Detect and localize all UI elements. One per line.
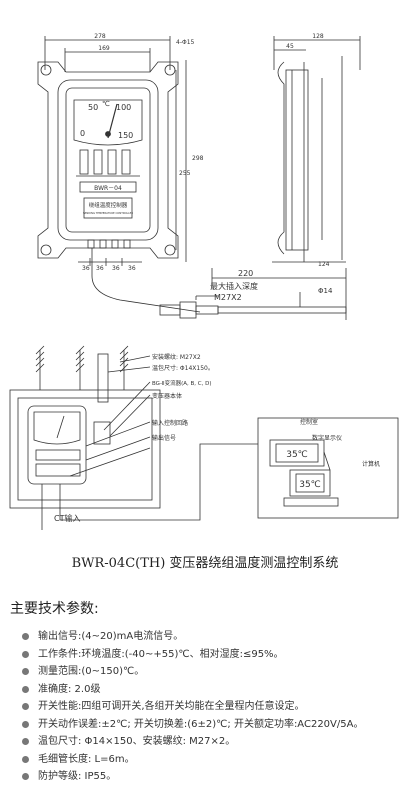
bullet-icon: [22, 633, 29, 640]
spec-item: 工作条件:环境温度:(-40~+55)℃、相对湿度:≤95%。: [22, 646, 407, 664]
technical-drawing: 278 169 4-Φ15 128 45 298 255 124 36 36 3…: [9, 33, 399, 530]
bullet-icon: [22, 738, 29, 745]
dim-36-c: 36: [112, 265, 120, 272]
dim-36-d: 36: [128, 265, 136, 272]
bullet-icon: [22, 650, 29, 658]
nameplate-line1: 绕组温度控制器: [89, 201, 128, 209]
dim-278: 278: [94, 33, 106, 40]
specs-title: 主要技术参数:: [10, 601, 99, 617]
spec-item: 毛细管长度: L=6m。: [22, 751, 407, 769]
bullet-icon: [22, 773, 29, 780]
spec-item: 输出信号:(4~20)mA电流信号。: [22, 628, 407, 646]
spec-item: 测量范围:(0~150)℃。: [22, 663, 407, 681]
nameplate-line2: WINDING TEMPERATURE CONTROLLER: [83, 211, 133, 215]
bullet-icon: [22, 755, 29, 763]
dim-45: 45: [286, 43, 294, 50]
spec-item: 开关动作误差:±2℃; 开关切换差:(6±2)℃; 开关额定功率:AC220V/…: [22, 716, 407, 734]
bullet-icon: [22, 703, 29, 710]
label-digital-display: 数字显示仪: [312, 434, 342, 442]
system-diagram: [9, 345, 399, 530]
spec-item: 开关性能:四组可调开关,各组开关均能在全量程内任意设定。: [22, 698, 407, 716]
gauge-label-unit: ℃: [102, 100, 110, 108]
probe-depth-label: 最大插入深度: [210, 281, 258, 291]
gauge-label-0: 0: [80, 129, 85, 138]
dim-124: 124: [318, 261, 330, 268]
bullet-icon: [22, 668, 29, 675]
label-transformer: 变压器本体: [152, 392, 182, 400]
controller-front-view: [37, 36, 201, 313]
dim-169: 169: [98, 45, 110, 52]
controller-side-view: [272, 36, 361, 263]
spec-item: 温包尺寸: Φ14×150、安装螺纹: M27×2。: [22, 733, 407, 751]
dim-36-a: 36: [82, 265, 90, 272]
spec-item: 防护等级: IP55。: [22, 768, 407, 786]
model-plate: BWR－04: [94, 185, 122, 192]
label-ct-input: CT输入: [54, 513, 80, 523]
gauge-label-100: 100: [116, 103, 131, 112]
label-output-signal: 输出信号: [152, 434, 176, 442]
probe-drawing: [159, 268, 347, 320]
label-sheath: 温包尺寸: Φ14X150。: [152, 364, 214, 372]
dim-36-b: 36: [96, 265, 104, 272]
gauge-label-150: 150: [118, 131, 133, 140]
label-ct: BG-Ⅱ变流器(A, B, C, D): [152, 379, 212, 387]
gauge-label-50: 50: [88, 103, 98, 112]
label-computer: 计算机: [362, 460, 380, 468]
probe-depth-value: 220: [238, 269, 253, 278]
display-reading: 35℃: [286, 450, 308, 460]
label-control-room: 控制室: [300, 418, 318, 426]
specs-list: 输出信号:(4~20)mA电流信号。 工作条件:环境温度:(-40~+55)℃、…: [22, 628, 407, 786]
label-control-loop: 输入控制回路: [152, 419, 188, 427]
dim-hole: 4-Φ15: [176, 39, 195, 46]
dim-128: 128: [312, 33, 324, 40]
spec-item: 准确度: 2.0级: [22, 681, 407, 699]
monitor-reading: 35℃: [299, 480, 321, 490]
dim-255: 255: [179, 170, 191, 177]
label-mount-thread: 安装螺纹: M27X2: [152, 353, 201, 361]
probe-thread: M27X2: [214, 293, 242, 302]
bullet-icon: [22, 720, 29, 728]
bullet-icon: [22, 685, 29, 693]
probe-diameter: Φ14: [318, 287, 333, 295]
figure-caption: BWR-04C(TH) 变压器绕组温度测温控制系统: [71, 556, 339, 571]
dim-298: 298: [192, 155, 204, 162]
